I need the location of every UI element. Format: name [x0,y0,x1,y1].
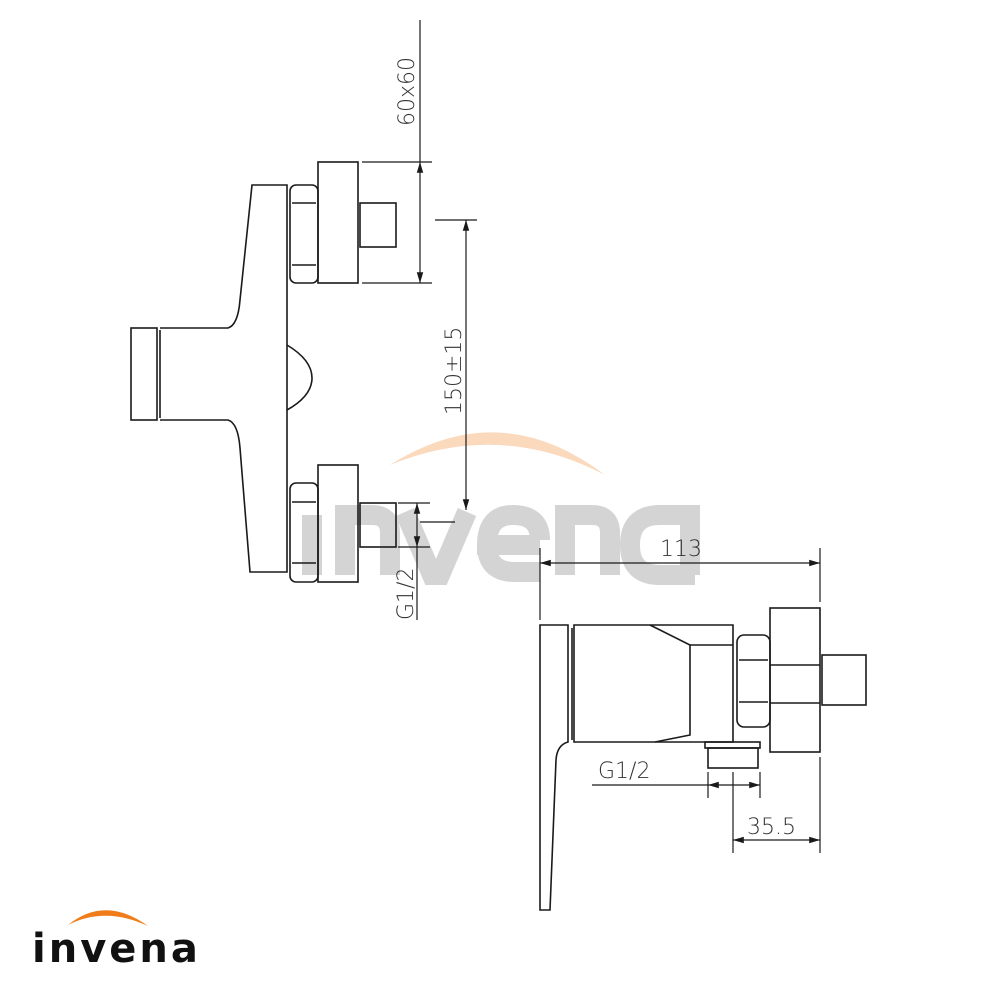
pipe-stub [359,202,397,248]
logo-text: invena [32,926,201,972]
side-view: 113 G1/2 35.5 [539,537,867,911]
body [573,624,734,743]
pipe-stub [359,502,397,548]
dimension-label-spacing: 150±15 [442,327,467,415]
dimension-thread-side: G1/2 [592,759,761,798]
knob [130,327,158,421]
watermark-lettering [302,504,700,585]
body-plate [160,184,288,573]
outlet [707,747,759,769]
dimension-offset: 35.5 [732,757,821,853]
dimension-label-offset: 35.5 [747,815,796,840]
brand-logo: invena [32,910,201,972]
dimension-flange: 60x60 [362,20,432,284]
logo-arc [68,910,148,926]
upper-connection [289,161,397,284]
hex-nut [736,634,771,728]
front-view: 60x60 150±15 G1/2 [130,20,477,620]
dimension-label-thread-side: G1/2 [598,759,650,784]
watermark-arc [390,432,605,475]
dimension-label-flange: 60x60 [395,57,420,126]
pipe-stub [821,654,867,706]
flange [769,607,821,753]
flange [317,464,359,583]
lower-connection [289,464,397,583]
dimension-label-depth: 113 [660,537,702,562]
dimension-spacing: 150±15 [420,219,477,523]
dimension-thread-front: G1/2 [394,502,430,620]
hex-nut [289,184,319,284]
dimension-depth: 113 [539,537,821,620]
flange [317,161,359,284]
dimension-label-thread-front: G1/2 [394,568,419,620]
lever [539,624,569,911]
